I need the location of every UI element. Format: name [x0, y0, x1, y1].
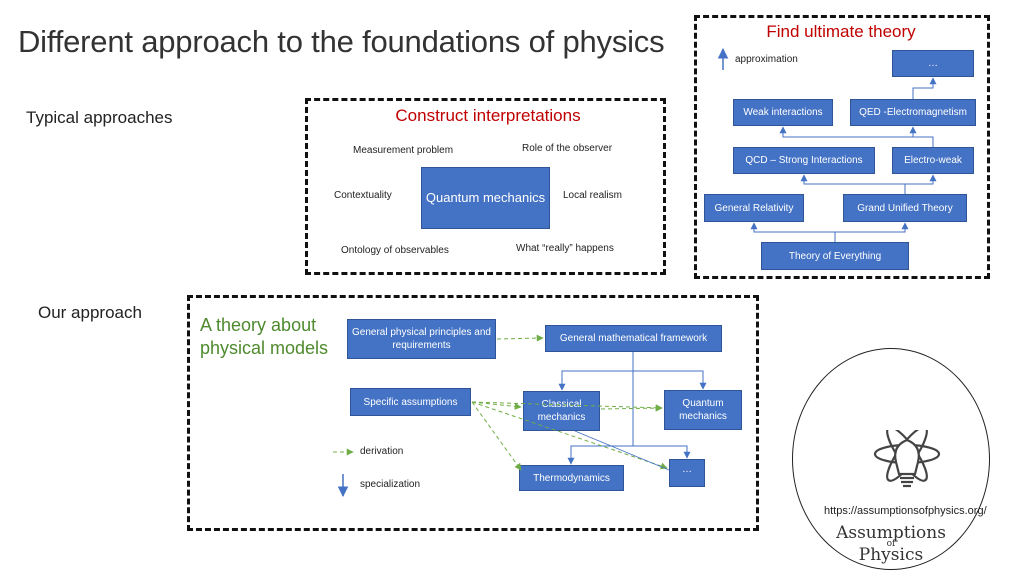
ontology-of-observables-label: Ontology of observables: [341, 245, 449, 256]
weak-interactions-box: Weak interactions: [733, 99, 833, 126]
qcd-box: QCD – Strong Interactions: [733, 147, 875, 174]
ultimate-theory-panel: [694, 15, 990, 279]
typical-approaches-label: Typical approaches: [26, 108, 173, 127]
contextuality-label: Contextuality: [334, 190, 392, 201]
logo-title-line1: Assumptions: [836, 523, 946, 543]
logo-title-line2: of: [886, 539, 896, 549]
logo-url-link[interactable]: https://assumptionsofphysics.org/: [824, 505, 987, 517]
lightbulb-atom-icon: [873, 430, 941, 488]
local-realism-label: Local realism: [563, 190, 622, 201]
ultimate-theory-title: Find ultimate theory: [766, 22, 916, 41]
general-framework-box: General mathematical framework: [545, 325, 722, 352]
approximation-label: approximation: [735, 54, 798, 65]
specific-assumptions-box: Specific assumptions: [350, 388, 471, 416]
our-approach-label: Our approach: [38, 303, 142, 322]
specialization-legend-label: specialization: [360, 479, 421, 490]
qed-box: QED -Electromagnetism: [850, 99, 976, 126]
ultimate-dots-box: …: [892, 50, 974, 77]
quantum-mechanics-center-box: Quantum mechanics: [421, 167, 550, 229]
thermodynamics-box: Thermodynamics: [519, 465, 624, 491]
our-approach-panel: [187, 295, 759, 531]
general-principles-box: General physical principles and requirem…: [347, 319, 496, 359]
derivation-legend-label: derivation: [360, 446, 404, 457]
grand-unified-theory-box: Grand Unified Theory: [843, 194, 967, 222]
role-of-observer-label: Role of the observer: [522, 143, 613, 154]
what-really-happens-label: What “really” happens: [516, 243, 614, 254]
interpretations-panel: [305, 98, 666, 275]
approach-dots-box: …: [669, 459, 705, 487]
approach-title: A theory about physical models: [200, 315, 329, 358]
page-title: Different approach to the foundations of…: [18, 24, 665, 59]
theory-of-everything-box: Theory of Everything: [761, 242, 909, 270]
logo-title-line3: Physics: [858, 545, 924, 565]
measurement-problem-label: Measurement problem: [353, 145, 454, 156]
quantum-mechanics-box: Quantum mechanics: [664, 390, 742, 430]
electroweak-box: Electro-weak: [892, 147, 974, 174]
interpretations-title: Construct interpretations: [395, 106, 581, 125]
classical-mechanics-box: Classical mechanics: [523, 391, 600, 431]
general-relativity-box: General Relativity: [704, 194, 804, 222]
logo-circle: [792, 348, 990, 570]
